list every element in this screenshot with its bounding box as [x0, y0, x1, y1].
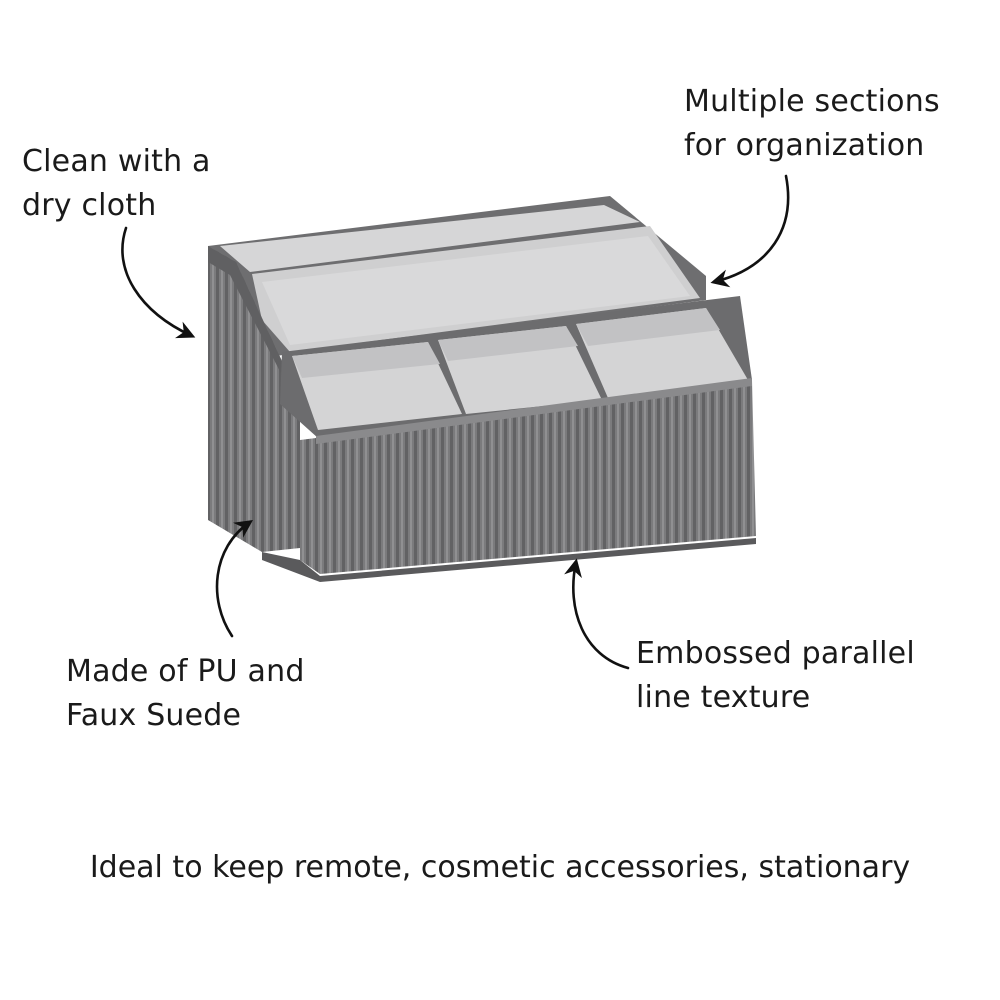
callout-multiple-line2: for organization: [684, 128, 925, 163]
curved-arrow-icon: [121, 226, 196, 339]
callout-clean: Clean with a dry cloth: [22, 140, 211, 228]
callout-embossed-line1: Embossed parallel: [636, 636, 915, 671]
callout-embossed-line2: line texture: [636, 680, 811, 715]
callout-made-line2: Faux Suede: [66, 698, 242, 733]
curved-arrow-icon: [564, 558, 630, 670]
callout-texture: Embossed parallel line texture: [636, 632, 915, 720]
callout-material: Made of PU and Faux Suede: [66, 650, 305, 738]
curved-arrow-icon: [710, 174, 790, 288]
callout-clean-line2: dry cloth: [22, 188, 157, 223]
organizer-back-slot: [220, 205, 640, 272]
organizer-left-side: [208, 246, 300, 552]
footer-caption: Ideal to keep remote, cosmetic accessori…: [89, 850, 911, 885]
callout-multiple-line1: Multiple sections: [684, 84, 940, 119]
desk-organizer: [208, 196, 756, 582]
callout-clean-line1: Clean with a: [22, 144, 211, 179]
curved-arrow-icon: [215, 519, 254, 638]
callout-made-line1: Made of PU and: [66, 654, 305, 689]
callout-multiple-sections: Multiple sections for organization: [684, 80, 940, 168]
